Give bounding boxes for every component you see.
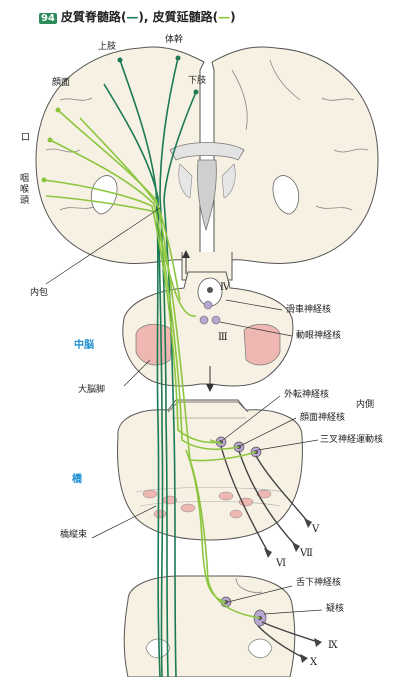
title-sep: ), [138, 10, 149, 24]
label-cerebral-peduncle: 大脳脚 [78, 385, 106, 395]
cerebrum-section [35, 46, 379, 281]
corticospinal-tract [103, 57, 197, 677]
label-midbrain: 中脳 [74, 340, 94, 351]
label-face: 顔面 [52, 78, 71, 88]
label-mouth: 口 [21, 133, 31, 143]
label-trigeminal-motor-nucleus: 三叉神経運動核 [320, 435, 384, 445]
title-part1: 皮質脊髄路 [60, 10, 121, 24]
label-trunk: 体幹 [165, 35, 184, 45]
label-facial-nucleus: 顔面神経核 [300, 413, 346, 423]
pharynx-dot [41, 177, 47, 183]
label-longitudinal-pontine-fibers: 橋縦束 [60, 530, 88, 540]
label-pons: 橋 [72, 474, 82, 485]
lower-limb-dot [193, 89, 199, 95]
label-nucleus-ambiguus: 疑核 [326, 604, 345, 614]
label-upper-limb: 上肢 [98, 42, 117, 52]
corticobulbar-tract [43, 109, 261, 619]
pons-section [117, 399, 312, 558]
face-dot [55, 107, 61, 113]
corticospinal-legend: — [126, 10, 139, 24]
label-oculomotor-nucleus: 動眼神経核 [296, 331, 342, 341]
label-cn-v: Ⅴ [312, 524, 320, 535]
label-cn-ix: Ⅸ [328, 640, 338, 651]
label-abducens-nucleus: 外転神経核 [284, 390, 330, 400]
trunk-dot [175, 55, 181, 61]
figure-number-badge: 94 [39, 13, 57, 24]
label-medial: 内側 [356, 400, 375, 410]
label-pharynx-larynx: 咽喉頭 [20, 174, 30, 206]
label-trochlear-nucleus: 滑車神経核 [286, 305, 332, 315]
label-hypoglossal-nucleus: 舌下神経核 [296, 578, 342, 588]
upper-limb-dot [117, 57, 123, 63]
leader-lines [45, 207, 323, 615]
label-cn-iv: Ⅳ [220, 282, 230, 293]
mouth-dot [47, 137, 53, 143]
label-cn-x: Ⅹ [310, 657, 318, 668]
label-cn-vii: Ⅶ [300, 548, 313, 559]
label-internal-capsule: 内包 [30, 288, 49, 298]
medulla-section [123, 575, 322, 677]
label-lower-limb: 下肢 [188, 76, 207, 86]
label-cn-iii: Ⅲ [218, 332, 228, 343]
corticobulbar-legend: — [218, 10, 231, 24]
label-cn-vi: Ⅵ [276, 558, 287, 569]
title-part2: 皮質延髄路 [152, 10, 213, 24]
